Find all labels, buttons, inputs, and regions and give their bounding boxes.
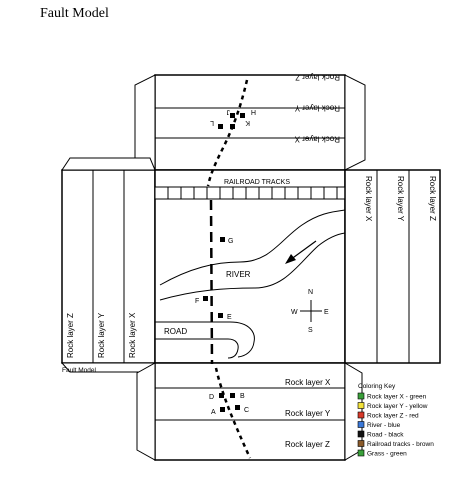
coloring-key-swatch [357,402,365,409]
point-b-label: B [240,393,245,400]
bottom-flap-outline [154,362,346,461]
center-panel-outline [154,169,346,364]
river-lower-bank [159,232,346,301]
bottom-flap: Rock layer X Rock layer Y Rock layer Z D… [136,362,363,461]
point-c-marker [235,405,240,410]
point-d-marker [219,393,224,398]
compass-east: E [324,309,329,316]
coloring-key-swatch [357,430,365,438]
top-flap: Rock layer Z Rock layer Y Rock layer X H… [134,72,366,171]
coloring-key-swatch [357,449,365,457]
bottom-label-y: Rock layer Y [285,409,331,418]
fault-line-bottom [214,367,252,459]
left-label-z: Rock layer Z [66,313,75,358]
fault-model-caption: Fault Model [62,367,97,374]
coloring-key-swatch [357,411,365,419]
point-h-marker [230,113,235,118]
top-flap-tab-left [134,74,156,171]
fault-line-center [209,199,214,365]
river-label: RIVER [226,270,251,279]
point-g-marker [220,237,225,242]
point-k-marker [218,124,223,129]
point-j-label: J [227,108,231,115]
right-label-z: Rock layer Z [428,176,437,221]
point-e-label: E [227,314,232,321]
point-f-marker [203,296,208,301]
bottom-label-x: Rock layer X [285,378,331,387]
top-label-z: Rock layer Z [295,72,340,81]
top-label-y: Rock layer Y [294,103,340,112]
coloring-key-title: Coloring Key [358,383,396,390]
bottom-label-z: Rock layer Z [285,440,330,449]
coloring-key-swatch [357,392,365,400]
road-upper-edge [155,321,255,358]
point-g-label: G [228,238,233,245]
compass-rose: N S E W [291,289,329,334]
railroad-tracks [154,186,346,200]
coloring-key-label: Railroad tracks - brown [367,441,434,448]
left-label-x: Rock layer X [128,312,137,358]
point-f-label: F [195,298,199,305]
road-label: ROAD [164,327,187,336]
point-j-marker [240,113,245,118]
left-panel-outline [61,169,156,364]
top-label-x: Rock layer X [294,134,340,143]
compass-north: N [308,289,313,296]
document-title: Fault Model [40,6,109,21]
coloring-key-label: Rock layer Z - red [367,413,419,420]
point-a-marker [220,407,225,412]
point-b-marker [230,393,235,398]
point-l-label: L [210,119,214,126]
compass-south: S [308,327,313,334]
railroad-label: RAILROAD TRACKS [224,179,290,186]
center-panel: RAILROAD TRACKS RIVER ROAD N S E W G F E [154,169,346,364]
right-label-x: Rock layer X [364,176,373,222]
left-panel-tab-top [61,157,156,171]
left-label-y: Rock layer Y [97,312,106,358]
point-a-label: A [211,409,216,416]
right-panel: Rock layer X Rock layer Y Rock layer Z [344,169,441,364]
road-lower-edge [155,338,239,359]
river-upper-bank [159,209,346,286]
river-flow-arrowhead [285,254,296,264]
coloring-key-label: Road - black [367,432,404,439]
coloring-key-swatch [357,421,365,428]
right-panel-outline [344,169,441,364]
right-label-y: Rock layer Y [396,176,405,222]
coloring-key-swatch [357,440,365,447]
bottom-flap-tab-left [136,362,156,461]
point-h-label: H [251,108,256,115]
river-flow-arrow [289,240,317,261]
coloring-key-label: Rock layer X - green [367,394,427,401]
point-k-label: K [245,119,250,126]
compass-west: W [291,309,298,316]
railroad-ties [167,187,338,199]
left-panel: Rock layer Z Rock layer Y Rock layer X [60,157,156,373]
top-flap-tab-right [344,74,366,171]
point-e-marker [218,313,223,318]
coloring-key-label: River - blue [367,422,401,429]
fault-line-top [206,79,249,187]
point-d-label: D [209,394,214,401]
point-c-label: C [244,407,249,414]
coloring-key-label: Grass - green [367,451,407,458]
coloring-key-label: Rock layer Y - yellow [367,403,428,410]
